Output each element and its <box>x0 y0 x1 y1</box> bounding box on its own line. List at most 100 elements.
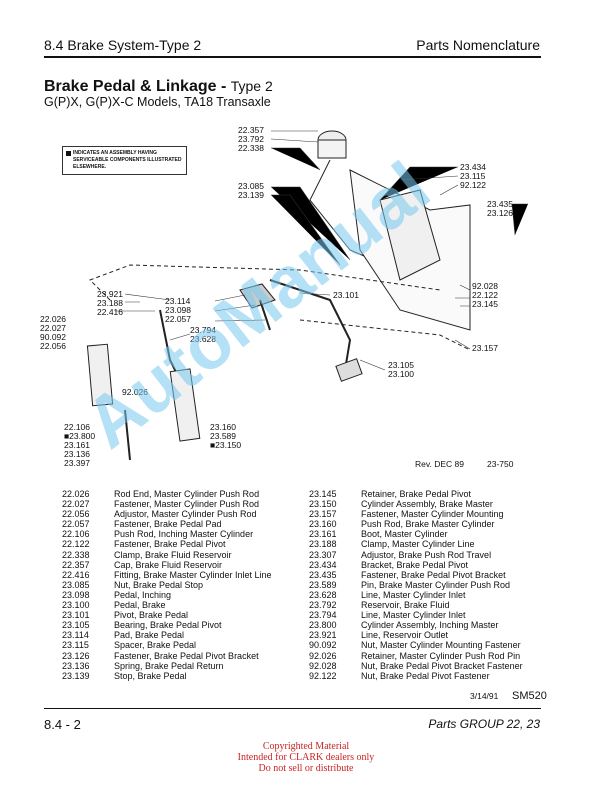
parts-list-row: 22.027 Fastener, Master Cylinder Push Rod <box>62 499 272 509</box>
part-number: 23.098 <box>62 589 90 600</box>
part-description: Fitting, Brake Master Cylinder Inlet Lin… <box>114 569 272 580</box>
part-description: Bearing, Brake Pedal Pivot <box>114 620 222 631</box>
part-description: Cylinder Assembly, Inching Master <box>361 620 499 631</box>
parts-list-row: 22.056 Adjustor, Master Cylinder Push Rod <box>62 509 272 519</box>
doc-code: SM520 <box>512 690 547 702</box>
part-description: Cap, Brake Fluid Reservoir <box>114 559 223 570</box>
part-number: 23.792 <box>309 600 337 611</box>
part-description: Nut, Brake Pedal Stop <box>114 579 204 590</box>
brake-pedal <box>269 279 352 371</box>
parts-list-row: 22.026 Rod End, Master Cylinder Push Rod <box>62 489 272 499</box>
part-number: 23.628 <box>309 589 337 600</box>
brake-pedal-pad <box>335 358 363 382</box>
figure-number: 23-750 <box>487 459 514 469</box>
part-number: 23.114 <box>62 630 89 641</box>
header-rule <box>44 56 541 58</box>
print-date: 3/14/91 <box>470 691 499 701</box>
inching-master-cylinder <box>86 343 114 407</box>
push-rod <box>124 409 131 461</box>
part-number: 92.026 <box>309 650 337 661</box>
part-description: Adjustor, Master Cylinder Push Rod <box>114 509 257 520</box>
part-description: Fastener, Master Cylinder Push Rod <box>114 499 260 510</box>
parts-group: Parts GROUP 22, 23 <box>428 717 540 731</box>
part-number: 23.100 <box>62 600 90 611</box>
part-description: Reservoir, Brake Fluid <box>361 600 450 611</box>
part-description: Line, Master Cylinder Inlet <box>361 589 466 600</box>
part-number: 23.101 <box>62 610 90 621</box>
part-number: 22.056 <box>62 509 90 520</box>
part-description: Retainer, Master Cylinder Push Rod Pin <box>361 650 521 661</box>
part-number: 22.027 <box>62 499 90 510</box>
part-description: Push Rod, Inching Master Cylinder <box>114 529 254 540</box>
callout-o: 23.157 <box>472 343 498 353</box>
part-number: 23.800 <box>309 620 337 631</box>
exploded-diagram <box>86 130 528 461</box>
parts-list-row: 23.792 Reservoir, Brake Fluid <box>309 600 523 610</box>
part-number: 22.357 <box>62 559 90 570</box>
part-description: Line, Reservoir Outlet <box>361 630 449 641</box>
part-description: Rod End, Master Cylinder Push Rod <box>114 489 260 499</box>
part-number: 90.092 <box>309 640 337 651</box>
legend-note: INDICATES AN ASSEMBLY HAVING SERVICEABLE… <box>62 146 187 175</box>
part-number: 23.160 <box>309 519 337 530</box>
part-description: Fastener, Master Cylinder Mounting <box>361 509 504 520</box>
part-number: 23.136 <box>62 660 90 671</box>
part-description: Pedal, Brake <box>114 600 166 611</box>
parts-list-row: 22.357 Cap, Brake Fluid Reservoir <box>62 560 272 570</box>
part-description: Pedal, Inching <box>114 589 172 600</box>
part-number: 22.057 <box>62 519 90 530</box>
part-description: Fastener, Brake Pedal Pivot Bracket <box>114 650 259 661</box>
part-description: Adjustor, Brake Push Rod Travel <box>361 549 492 560</box>
inching-pedal-pad <box>239 283 276 309</box>
inlet-line <box>89 264 441 301</box>
part-number: 23.139 <box>62 670 90 681</box>
part-description: Nut, Brake Pedal Pivot Bracket Fastener <box>361 660 523 671</box>
part-number: 22.026 <box>62 489 90 499</box>
page-number: 8.4 - 2 <box>44 717 81 732</box>
callout-h: 92.026 <box>122 387 148 397</box>
parts-list-row: 23.628 Line, Master Cylinder Inlet <box>309 590 523 600</box>
callout-g: 23.101 <box>333 290 359 300</box>
part-description: Fastener, Brake Pedal Pivot Bracket <box>361 569 506 580</box>
part-number: 22.122 <box>62 539 90 550</box>
parts-list-row: 23.098 Pedal, Inching <box>62 590 272 600</box>
part-number: 22.338 <box>62 549 90 560</box>
brake-master-cylinder <box>169 368 201 442</box>
part-description: Push Rod, Brake Master Cylinder <box>361 519 495 530</box>
revision-date: Rev. DEC 89 <box>415 459 464 469</box>
part-description: Line, Master Cylinder Inlet <box>361 610 466 621</box>
part-number: 23.307 <box>309 549 337 560</box>
parts-list-row: 23.160 Push Rod, Brake Master Cylinder <box>309 519 523 529</box>
part-description: Retainer, Brake Pedal Pivot <box>361 489 472 499</box>
part-description: Pad, Brake Pedal <box>114 630 185 641</box>
part-number: 23.434 <box>309 559 337 570</box>
footer-rule <box>44 708 541 709</box>
